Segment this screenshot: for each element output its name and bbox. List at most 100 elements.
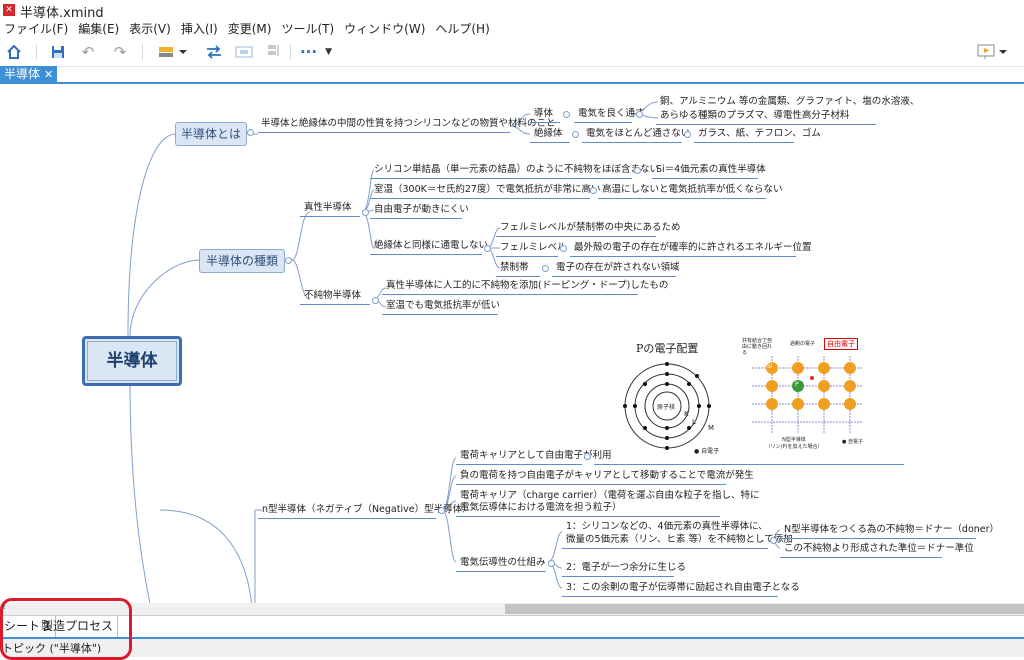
underline (594, 464, 904, 465)
horizontal-scrollbar[interactable]: ‹ (0, 602, 1024, 615)
underline (370, 198, 590, 199)
underline (258, 132, 510, 133)
subtopic-n-1[interactable]: 電荷キャリアとして自由電子が利用 (460, 450, 612, 461)
presentation-icon[interactable] (974, 42, 1010, 62)
atom-shell-m: M (708, 424, 715, 432)
subtopic-donor[interactable]: N型半導体をつくる為の不純物＝ドナー（doner） (784, 524, 1000, 535)
underline (582, 142, 682, 143)
collapse-dot[interactable] (560, 245, 567, 252)
save-icon[interactable] (48, 42, 68, 62)
scrollbar-thumb[interactable] (505, 604, 1024, 614)
tab-semiconductor[interactable]: 半導体✕ (0, 66, 58, 82)
sheet-tabs: シート 1 製造プロセス (0, 615, 1024, 639)
subtopic-conductor-prop[interactable]: 電気を良く通す (578, 108, 645, 119)
collapse-dot[interactable] (362, 209, 369, 216)
menu-window[interactable]: ウィンドウ(W) (344, 22, 426, 36)
redo-icon[interactable]: ↷ (113, 43, 127, 61)
underline (574, 122, 632, 123)
more-icon[interactable]: ···▼ (299, 43, 333, 61)
mindmap-canvas[interactable]: 半導体 半導体とは 半導体と絶縁体の中間の性質を持つシリコンなどの物質や材料のこ… (0, 84, 1024, 604)
menu-insert[interactable]: 挿入(I) (180, 22, 218, 36)
subtopic-insulator-prop[interactable]: 電気をほとんど通さない (586, 128, 691, 139)
close-icon[interactable]: ✕ (44, 68, 54, 81)
sheet-tab-manufacturing[interactable]: 製造プロセス (37, 616, 119, 637)
menu-help[interactable]: ヘルプ(H) (435, 22, 490, 36)
menu-file[interactable]: ファイル(F) (4, 22, 69, 36)
menu-view[interactable]: 表示(V) (129, 22, 171, 36)
summary-icon[interactable] (264, 42, 284, 62)
collapse-dot[interactable] (372, 297, 379, 304)
editor-tab-strip: 半導体✕ (0, 66, 1024, 84)
highlight-annotation (0, 598, 132, 660)
subtopic-insulator[interactable]: 絶縁体 (534, 128, 563, 139)
subtopic-intrinsic-2[interactable]: 室温（300K＝セ氏約27度）で電気抵抗が非常に高い (374, 184, 601, 195)
subtopic-n-mech-3[interactable]: 3：この余剰の電子が伝導帯に励起され自由電子となる (566, 582, 800, 593)
subtopic-n-mech-2[interactable]: 2：電子が一つ余分に生じる (566, 562, 687, 573)
subtopic-n-2[interactable]: 負の電荷を持つ自由電子がキャリアとして移動することで電流が発生 (460, 470, 754, 481)
underline (496, 256, 558, 257)
underline (530, 122, 560, 123)
collapse-dot[interactable] (285, 257, 292, 264)
subtopic-intrinsic-3[interactable]: 自由電子が動きにくい (374, 204, 469, 215)
collapse-dot[interactable] (636, 111, 643, 118)
subtopic-fermi-level[interactable]: フェルミレベル (500, 242, 567, 253)
subtopic-n-3b[interactable]: 電気伝導体における電流を担う粒子） (460, 502, 622, 513)
collapse-dot[interactable] (634, 167, 641, 174)
subtopic-fermi-center[interactable]: フェルミレベルが禁制帯の中央にあるため (500, 222, 681, 233)
menu-modify[interactable]: 変更(M) (227, 22, 272, 36)
subtopic-n-mechanism[interactable]: 電気伝導性の仕組み (460, 557, 546, 568)
subtopic-forbidden-band[interactable]: 禁制帯 (500, 262, 529, 273)
underline (598, 198, 766, 199)
collapse-dot[interactable] (684, 131, 691, 138)
collapse-dot[interactable] (563, 111, 570, 118)
subtopic-impurity-2[interactable]: 室温でも電気抵抗率が低い (386, 300, 501, 311)
home-icon[interactable] (4, 42, 24, 62)
underline (382, 294, 638, 295)
topic-n-type[interactable]: n型半導体（ネガティブ（Negative）型半導体） (262, 504, 472, 515)
subtopic-impurity[interactable]: 不純物半導体 (304, 290, 362, 301)
subtopic-n-3a[interactable]: 電荷キャリア（charge carrier）（電荷を運ぶ自由な粒子を指し、特に (460, 490, 760, 501)
collapse-dot[interactable] (584, 453, 591, 460)
insert-topic-icon[interactable] (156, 42, 190, 62)
subtopic-conductor-ex2[interactable]: あらゆる種類のプラズマ、導電性高分子材料 (660, 110, 850, 121)
subtopic-insulator-ex[interactable]: ガラス、紙、テフロン、ゴム (698, 128, 821, 139)
window-title: 半導体.xmind (20, 6, 104, 21)
root-topic[interactable]: 半導体 (82, 336, 182, 386)
subtopic-intrinsic-1[interactable]: シリコン単結晶（単一元素の結晶）のように不純物をほぼ含まない (374, 164, 660, 175)
undo-icon[interactable]: ↶ (81, 43, 95, 61)
subtopic-impurity-1[interactable]: 真性半導体に人工的に不純物を添加(ドーピング・ドープ)したもの (386, 280, 669, 291)
topic-what-is-semiconductor[interactable]: 半導体とは (175, 122, 247, 146)
subtopic-forbidden-band-def[interactable]: 電子の存在が許されない領域 (556, 262, 680, 273)
relationship-icon[interactable] (204, 42, 224, 62)
collapse-dot[interactable] (548, 560, 555, 567)
underline (562, 596, 778, 597)
subtopic-conductor[interactable]: 導体 (534, 108, 554, 119)
underline (530, 142, 570, 143)
subtopic-definition[interactable]: 半導体と絶縁体の中間の性質を持つシリコンなどの物質や材料のこと (261, 118, 556, 129)
collapse-dot[interactable] (542, 265, 549, 272)
subtopic-conductor-ex1[interactable]: 銅、アルミニウム 等の金属類、グラファイト、塩の水溶液、 (660, 96, 920, 107)
collapse-dot[interactable] (247, 129, 254, 136)
collapse-dot[interactable] (770, 537, 777, 544)
lattice-caption: N型半導体 （リン(P)を加えた場合） (764, 436, 824, 450)
subtopic-n-mech-1a[interactable]: 1：シリコンなどの、4価元素の真性半導体に、 (566, 521, 768, 532)
boundary-icon[interactable] (234, 42, 254, 62)
collapse-dot[interactable] (590, 187, 597, 194)
collapse-dot[interactable] (572, 131, 579, 138)
collapse-dot[interactable] (438, 507, 445, 514)
subtopic-intrinsic-1b[interactable]: Si＝4価元素の真性半導体 (656, 164, 766, 175)
subtopic-intrinsic[interactable]: 真性半導体 (304, 202, 352, 213)
menu-tools[interactable]: ツール(T) (281, 22, 335, 36)
menu-edit[interactable]: 編集(E) (78, 22, 120, 36)
subtopic-fermi-level-def[interactable]: 最外殻の電子の存在が確率的に許されるエネルギー位置 (574, 242, 812, 253)
subtopic-intrinsic-4[interactable]: 絶縁体と同様に通電しない (374, 240, 489, 251)
atom-shell-l: L (692, 418, 696, 426)
underline (382, 314, 498, 315)
subtopic-donor-level[interactable]: この不純物より形成された準位＝ドナー準位 (784, 543, 974, 554)
toolbar-separator (36, 44, 37, 60)
subtopic-n-mech-1b[interactable]: 微量の5価元素（リン、ヒ素 等）を不純物として添加 (566, 534, 793, 545)
subtopic-intrinsic-2b[interactable]: 高温にしないと電気抵抗率が低くならない (602, 184, 783, 195)
topic-semiconductor-types[interactable]: 半導体の種類 (199, 249, 285, 273)
collapse-dot[interactable] (484, 245, 491, 252)
toolbar-separator (290, 44, 291, 60)
